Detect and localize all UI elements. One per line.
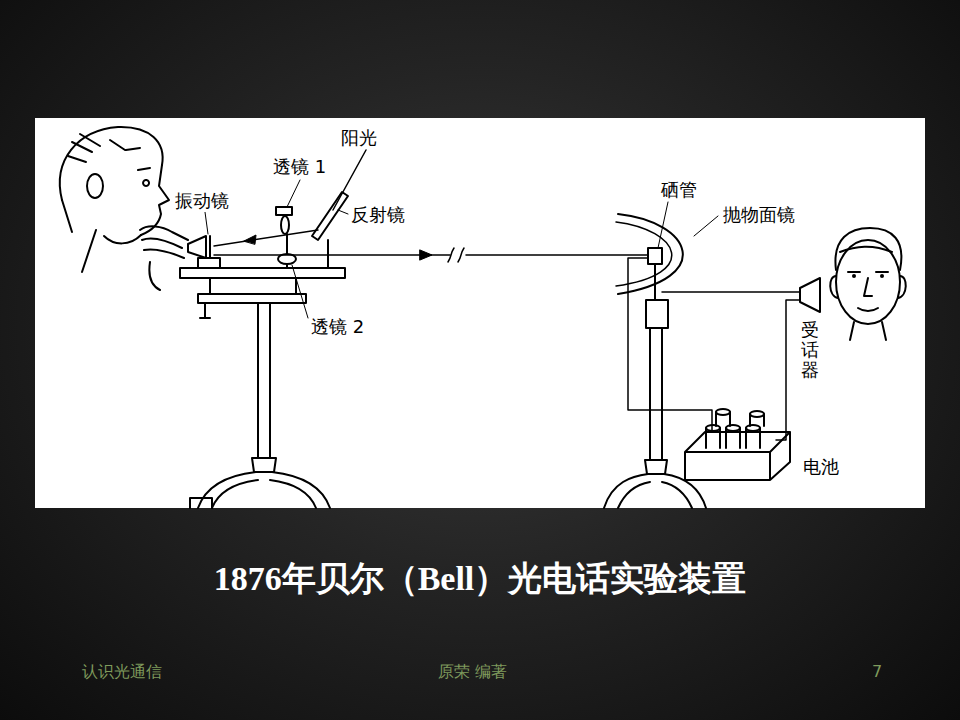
ear xyxy=(87,174,103,198)
right-stand-knob xyxy=(645,460,667,474)
light-beam xyxy=(466,254,648,256)
eye xyxy=(138,168,150,186)
part-label: 硒管 xyxy=(660,179,698,201)
part-label: 反射镜 xyxy=(350,204,406,226)
footer-text: 认识光通信 xyxy=(82,662,162,681)
lens-post xyxy=(286,234,288,268)
leader-line xyxy=(694,216,718,236)
footer-text: 原荣 编著 xyxy=(438,662,507,681)
part-label: 阳光 xyxy=(340,127,378,149)
lower-plate xyxy=(198,294,306,303)
battery-box xyxy=(685,432,790,480)
wire xyxy=(662,291,800,293)
left-foot xyxy=(190,498,212,508)
footer-text: 7 xyxy=(872,662,882,681)
leader-line xyxy=(338,210,348,214)
reflecting-mirror xyxy=(312,192,348,240)
break-symbol xyxy=(448,248,464,262)
hair xyxy=(835,228,901,270)
part-label: 受话器 xyxy=(800,320,820,379)
plate-supports xyxy=(200,278,296,318)
part-label: 透镜 2 xyxy=(310,316,365,338)
arrowhead xyxy=(420,250,432,260)
sunlight-ray xyxy=(333,150,366,210)
reflector-support xyxy=(327,240,329,268)
left-tripod xyxy=(198,472,330,508)
parabolic-mirror-inner xyxy=(616,222,672,286)
reflected-ray xyxy=(214,230,318,246)
lens-1 xyxy=(281,216,289,234)
left-stand-post xyxy=(258,303,270,458)
light-beam xyxy=(214,254,450,256)
part-label: 振动镜 xyxy=(174,190,230,212)
vibrating-mirror xyxy=(209,236,211,258)
left-stand-knob xyxy=(252,458,276,472)
white-panel xyxy=(35,118,925,508)
face-outline xyxy=(836,240,900,324)
selenium-cell xyxy=(648,248,662,264)
table-plate xyxy=(180,268,345,278)
vibrating-mirror-mouthpiece xyxy=(188,236,206,258)
head-outline xyxy=(60,127,163,200)
face-features xyxy=(848,272,888,311)
leader-line xyxy=(287,180,300,207)
leader-line xyxy=(292,265,308,318)
neck xyxy=(62,200,96,272)
slide-title: 1876年贝尔（Bell）光电话实验装置 xyxy=(0,556,960,602)
part-label: 电池 xyxy=(802,456,840,478)
eye xyxy=(880,274,884,278)
part-label: 抛物面镜 xyxy=(722,204,796,226)
neck xyxy=(850,322,886,340)
hand xyxy=(140,226,188,290)
leader-line xyxy=(205,212,208,234)
right-stand-post xyxy=(650,328,662,460)
right-tripod xyxy=(604,474,706,508)
cell-holder xyxy=(646,300,668,328)
lens-holder xyxy=(276,207,292,215)
cell-rod xyxy=(654,264,656,300)
part-label: 透镜 1 xyxy=(272,156,327,178)
wire xyxy=(776,300,800,440)
hair-strokes xyxy=(68,134,140,162)
earpiece xyxy=(800,278,820,312)
eye xyxy=(852,274,856,278)
wire xyxy=(628,258,712,432)
chin xyxy=(104,235,141,243)
mirror-holder xyxy=(198,258,220,268)
leader-lines xyxy=(205,180,718,318)
battery-cells xyxy=(706,409,764,448)
face-profile xyxy=(141,165,169,235)
arrowhead xyxy=(244,235,256,244)
